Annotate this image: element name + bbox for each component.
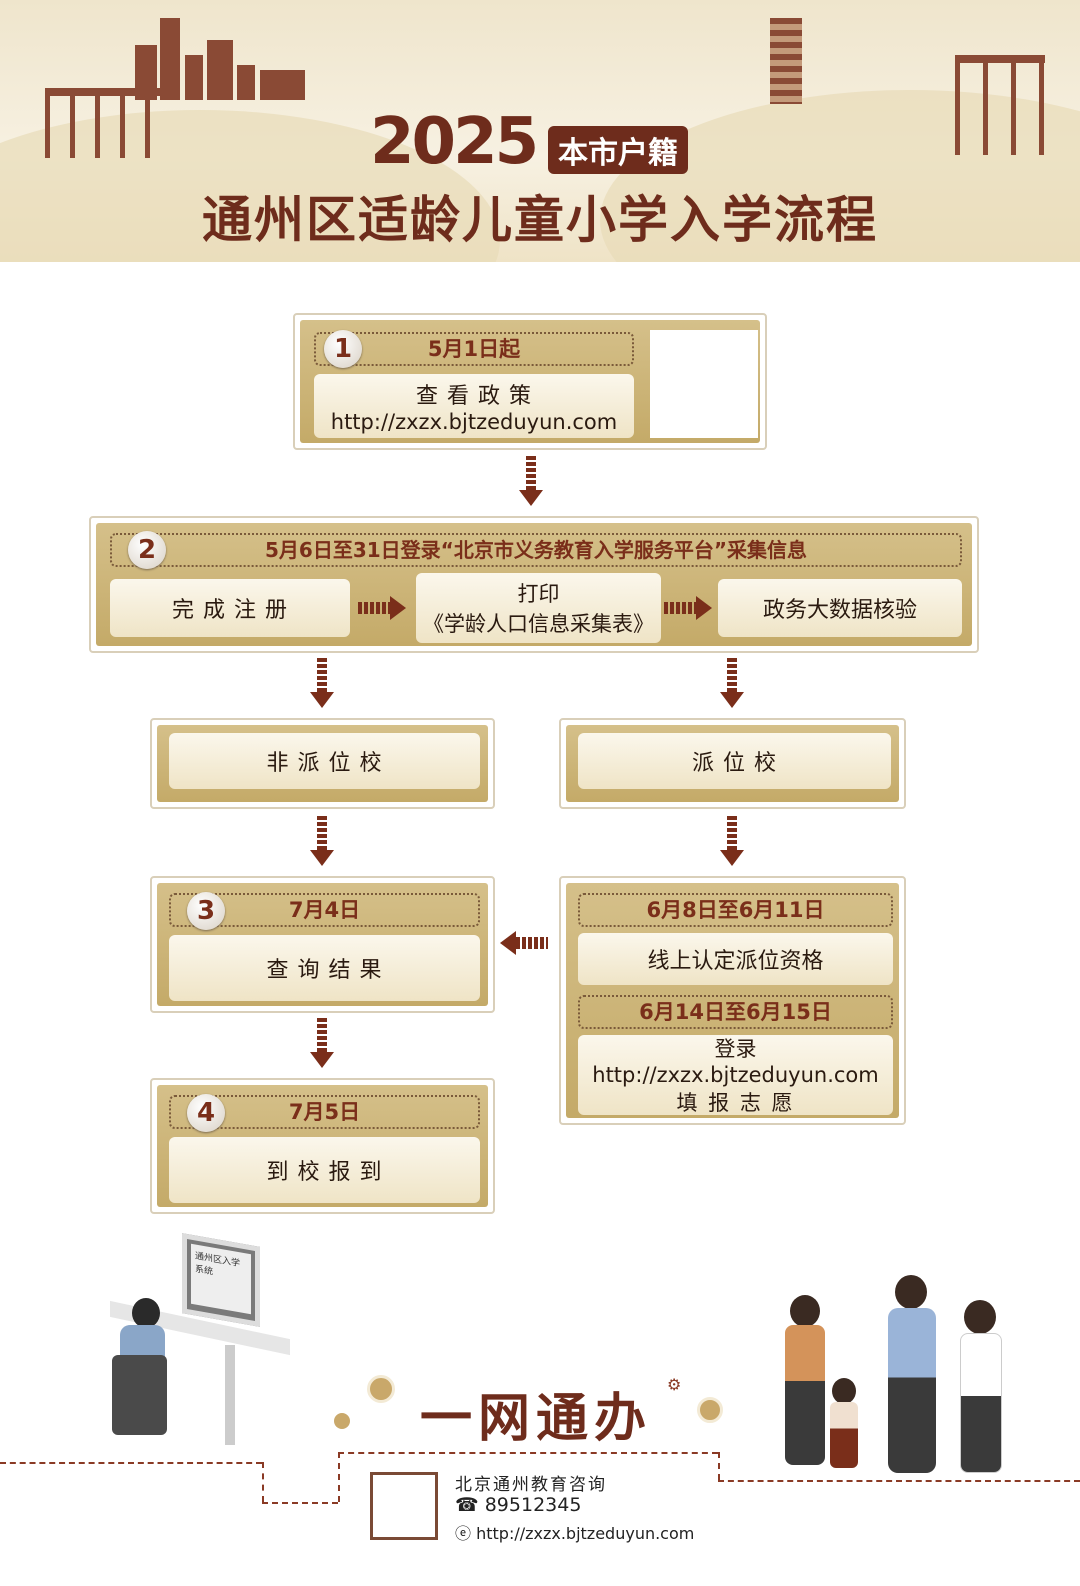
step2-print-line2: 《学龄人口信息采集表》 bbox=[423, 612, 654, 636]
divider bbox=[338, 1452, 718, 1454]
step1-box: 5月1日起 1 查 看 政 策 http://zxzx.bjtzeduyun.c… bbox=[293, 313, 767, 450]
non-assigned-school-label: 非 派 位 校 bbox=[169, 733, 480, 789]
step4-box: 7月5日 4 到 校 报 到 bbox=[150, 1078, 495, 1214]
teacher-icon bbox=[964, 1300, 996, 1334]
assign-url-link[interactable]: 登录http://zxzx.bjtzeduyun.com bbox=[592, 1037, 879, 1087]
phone-icon: ☎ bbox=[455, 1494, 485, 1516]
footer-phone-number: 89512345 bbox=[484, 1494, 582, 1516]
monitor-text: 通州区入学系统 bbox=[191, 1243, 251, 1315]
divider bbox=[718, 1452, 720, 1480]
step1-action: 查 看 政 策 http://zxzx.bjtzeduyun.com bbox=[314, 374, 634, 438]
assignment-box: 6月8日至6月11日 线上认定派位资格 6月14日至6月15日 登录http:/… bbox=[559, 876, 906, 1125]
child-icon bbox=[832, 1378, 856, 1404]
footer-url-link[interactable]: http://zxzx.bjtzeduyun.com bbox=[476, 1524, 695, 1543]
step-number-badge: 1 bbox=[324, 330, 362, 368]
gate-right-icon bbox=[955, 55, 1045, 155]
arrow-left-icon bbox=[500, 931, 548, 955]
non-assigned-school-box: 非 派 位 校 bbox=[150, 718, 495, 809]
step3-date: 7月4日 bbox=[169, 893, 480, 927]
web-icon: ⓔ bbox=[455, 1524, 477, 1543]
step-number-badge: 2 bbox=[128, 531, 166, 569]
assign-action2-label: 填 报 志 愿 bbox=[676, 1091, 795, 1115]
arrow-right-icon bbox=[358, 596, 406, 620]
step1-url-link[interactable]: http://zxzx.bjtzeduyun.com bbox=[330, 410, 618, 434]
divider bbox=[0, 1462, 262, 1464]
id-card-icon bbox=[697, 1397, 723, 1423]
father-icon bbox=[895, 1275, 927, 1309]
person-head-icon bbox=[132, 1298, 160, 1328]
monitor-icon: 通州区入学系统 bbox=[182, 1233, 260, 1327]
footer-phone: ☎ 89512345 bbox=[455, 1494, 581, 1516]
step4-date: 7月5日 bbox=[169, 1095, 480, 1129]
teacher-body bbox=[960, 1333, 1002, 1473]
assign-action1: 线上认定派位资格 bbox=[578, 933, 893, 985]
gear-icon: ⚙ bbox=[667, 1375, 682, 1394]
assigned-school-box: 派 位 校 bbox=[559, 718, 906, 809]
title-tag: 本市户籍 bbox=[548, 126, 688, 174]
step3-action: 查 询 结 果 bbox=[169, 935, 480, 1001]
title-year: 2025 bbox=[370, 105, 539, 179]
step1-action-label: 查 看 政 策 bbox=[416, 384, 532, 409]
doc-small-icon bbox=[334, 1413, 350, 1429]
arrow-down-icon bbox=[519, 456, 543, 506]
step2-verify: 政务大数据核验 bbox=[718, 579, 962, 637]
assign-action2: 登录http://zxzx.bjtzeduyun.com 填 报 志 愿 bbox=[578, 1035, 893, 1115]
divider bbox=[262, 1502, 338, 1504]
step2-print-line1: 打印 bbox=[517, 582, 560, 606]
skyline-left bbox=[115, 10, 325, 100]
footer-org-name: 北京通州教育咨询 bbox=[455, 1475, 607, 1495]
child-body bbox=[830, 1402, 858, 1468]
pagoda-icon bbox=[770, 18, 802, 104]
step2-register: 完 成 注 册 bbox=[110, 579, 350, 637]
search-doc-icon bbox=[367, 1375, 395, 1403]
assigned-school-label: 派 位 校 bbox=[578, 733, 891, 789]
arrow-down-icon bbox=[310, 658, 334, 708]
poster-header: 2025 本市户籍 通州区适龄儿童小学入学流程 bbox=[0, 0, 1080, 262]
step2-print: 打印 《学龄人口信息采集表》 bbox=[416, 573, 661, 643]
chair-icon bbox=[112, 1355, 167, 1435]
assign-date1: 6月8日至6月11日 bbox=[578, 893, 893, 927]
arrow-down-icon bbox=[720, 658, 744, 708]
footer-website: ⓔ http://zxzx.bjtzeduyun.com bbox=[455, 1520, 694, 1544]
divider bbox=[718, 1480, 1080, 1482]
arrow-right-icon bbox=[664, 596, 712, 620]
arrow-down-icon bbox=[720, 816, 744, 866]
arrow-down-icon bbox=[310, 1018, 334, 1068]
step-number-badge: 3 bbox=[187, 892, 225, 930]
qr-code-icon bbox=[650, 330, 758, 438]
step-number-badge: 4 bbox=[187, 1094, 225, 1132]
step2-box: 5月6日至31日登录“北京市义务教育入学服务平台”采集信息 2 完 成 注 册 … bbox=[89, 516, 979, 653]
mother-icon bbox=[790, 1295, 820, 1327]
step1-date: 5月1日起 bbox=[314, 332, 634, 366]
step3-box: 7月4日 3 查 询 结 果 bbox=[150, 876, 495, 1013]
page-title: 通州区适龄儿童小学入学流程 bbox=[202, 191, 878, 249]
slogan: 一网通办 bbox=[420, 1389, 653, 1449]
mother-body bbox=[785, 1325, 825, 1465]
footer-qr-code-icon bbox=[370, 1472, 438, 1540]
divider bbox=[338, 1452, 340, 1502]
gate-left-icon bbox=[45, 88, 160, 158]
step2-date: 5月6日至31日登录“北京市义务教育入学服务平台”采集信息 bbox=[110, 533, 962, 567]
arrow-down-icon bbox=[310, 816, 334, 866]
divider bbox=[262, 1462, 264, 1502]
father-body bbox=[888, 1308, 936, 1473]
assign-date2: 6月14日至6月15日 bbox=[578, 995, 893, 1029]
step4-action: 到 校 报 到 bbox=[169, 1137, 480, 1203]
desk-leg bbox=[225, 1345, 235, 1445]
